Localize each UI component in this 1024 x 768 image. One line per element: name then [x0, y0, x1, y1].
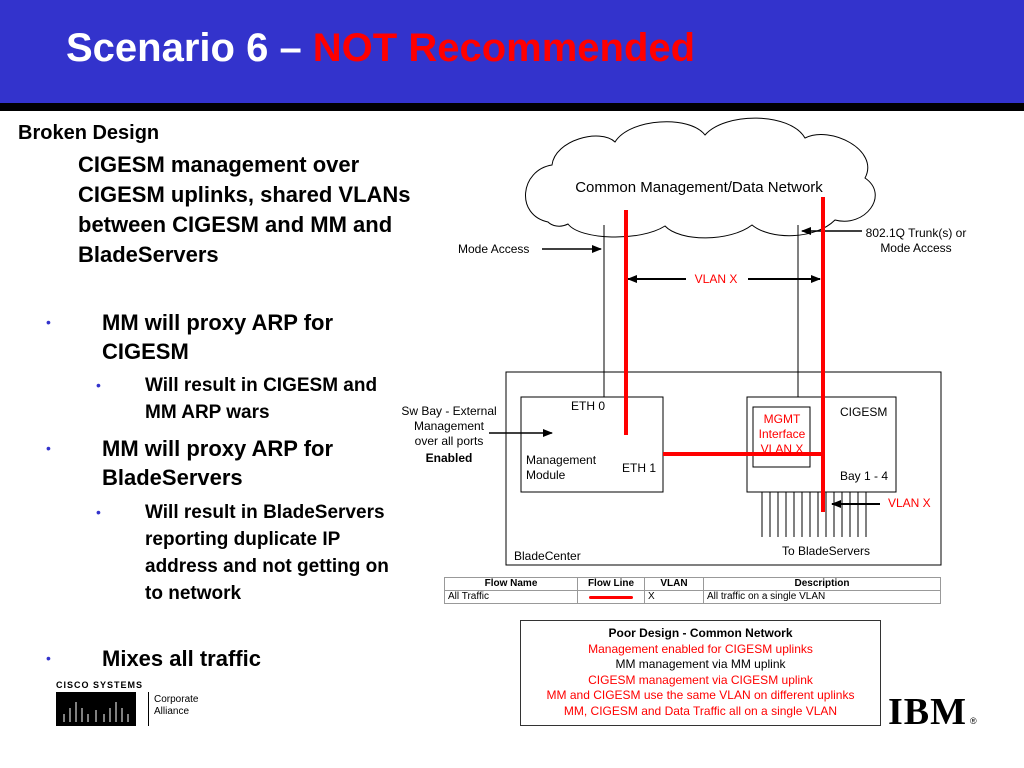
bladecenter-label: BladeCenter [514, 549, 581, 563]
note-line: MM management via MM uplink [615, 657, 786, 671]
eth1-label: ETH 1 [622, 461, 656, 475]
title-main: Scenario 6 – [66, 26, 313, 70]
broken-design-detail: CIGESM management over CIGESM uplinks, s… [78, 152, 411, 267]
poor-design-note: Poor Design - Common Network Management … [520, 620, 881, 726]
mgmt-label-2: Interface [759, 427, 806, 441]
eth0-label: ETH 0 [571, 399, 605, 413]
bullet-1: MM will proxy ARP for CIGESM [102, 310, 334, 364]
mgmt-label-1: MGMT [764, 412, 801, 426]
bullet-dot: • [46, 650, 51, 666]
left-column: Broken Design CIGESM management over CIG… [0, 0, 440, 680]
sw-bay-label-3: over all ports [415, 434, 484, 448]
title-bar [0, 0, 1024, 103]
description-header: Description [703, 577, 941, 591]
flow-name-header: Flow Name [444, 577, 578, 591]
cloud-icon [525, 117, 876, 239]
cisco-bridge-icon [56, 692, 136, 726]
table-row: All Traffic X All traffic on a single VL… [444, 590, 941, 604]
bullet-dot: • [46, 440, 51, 456]
vlan-x-right-label: VLAN X [888, 496, 931, 510]
bullet-3: Mixes all traffic [102, 646, 261, 671]
slide-title: Scenario 6 – NOT Recommended [66, 26, 695, 71]
flow-line-cell [577, 590, 645, 604]
note-line: CIGESM management via CIGESM uplink [588, 672, 813, 687]
title-highlight: NOT Recommended [312, 26, 696, 70]
corporate-alliance: Corporate Alliance [154, 694, 198, 718]
alliance-line-2: Alliance [154, 706, 190, 717]
mm-label-2: Module [526, 468, 566, 482]
note-title: Poor Design - Common Network [608, 626, 793, 640]
sw-bay-label-4: Enabled [426, 451, 473, 465]
sub-bullet-dot: • [96, 504, 101, 520]
flow-table-header: Flow Name Flow Line VLAN Description [444, 577, 941, 591]
broken-design-heading: Broken Design [18, 122, 160, 144]
bay-label: Bay 1 - 4 [840, 469, 888, 483]
mgmt-interface-box [752, 406, 811, 468]
sw-bay-label-1: Sw Bay - External [401, 404, 496, 418]
sw-bay-label-2: Management [414, 419, 485, 433]
mm-label-1: Management [526, 453, 597, 467]
cisco-wordmark: Cisco Systems [56, 680, 144, 690]
title-rule [0, 103, 1024, 111]
flow-table: Flow Name Flow Line VLAN Description All… [444, 577, 941, 604]
cisco-separator [148, 692, 149, 726]
flow-line-swatch [589, 595, 633, 599]
trunk-label-1: 802.1Q Trunk(s) or [866, 226, 967, 240]
vlan-header: VLAN [644, 577, 704, 591]
trunk-label-2: Mode Access [880, 241, 951, 255]
note-line: MM and CIGESM use the same VLAN on diffe… [546, 688, 855, 702]
blade-ports [761, 492, 867, 537]
bullet-2: MM will proxy ARP for BladeServers [102, 436, 334, 490]
to-bladeservers-label: To BladeServers [782, 544, 870, 558]
cigesm-label: CIGESM [840, 405, 887, 419]
registered-mark: ® [970, 716, 977, 726]
note-line: MM, CIGESM and Data Traffic all on a sin… [563, 703, 838, 718]
vlan-cell: X [644, 590, 704, 604]
mode-access-label: Mode Access [458, 242, 529, 256]
sub-bullet-2: Will result in BladeServers reporting du… [145, 502, 389, 604]
cisco-logo: Cisco Systems Corporate Alliance [56, 680, 206, 728]
bullet-dot: • [46, 314, 51, 330]
vlan-x-top-label: VLAN X [695, 272, 738, 286]
description-cell: All traffic on a single VLAN [703, 590, 941, 604]
sub-bullet-1: Will result in CIGESM and MM ARP wars [145, 375, 378, 423]
note-line: Management enabled for CIGESM uplinks [588, 641, 813, 656]
cloud-label: Common Management/Data Network [575, 179, 823, 196]
bladecenter-box [505, 371, 942, 566]
alliance-line-1: Corporate [154, 694, 199, 705]
management-module [520, 396, 664, 493]
flow-name-cell: All Traffic [444, 590, 578, 604]
sub-bullet-dot: • [96, 377, 101, 393]
ibm-logo: IBM [888, 691, 967, 733]
flow-line-header: Flow Line [577, 577, 645, 591]
